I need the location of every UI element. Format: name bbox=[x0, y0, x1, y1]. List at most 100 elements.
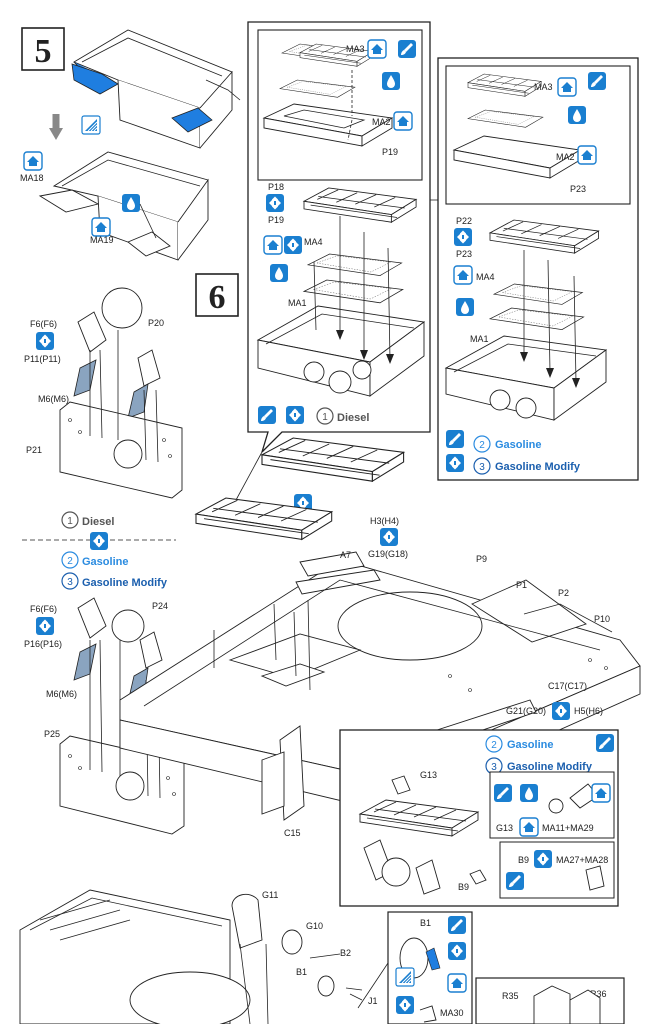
label-p21: P21 bbox=[26, 445, 42, 455]
variant-gasoline-number: 2 bbox=[479, 440, 485, 451]
variant-diesel-number: 1 bbox=[322, 412, 328, 423]
label-p19-top: P19 bbox=[382, 147, 398, 157]
label-b1-detail: B1 bbox=[420, 918, 431, 928]
photo-etch-part-icon bbox=[447, 973, 467, 993]
label-p11: P11(P11) bbox=[24, 354, 61, 364]
photo-etch-part-icon bbox=[393, 111, 413, 131]
label-p10: P10 bbox=[594, 614, 610, 624]
label-m6-gas: M6(M6) bbox=[46, 689, 77, 699]
variant-modify-label: Gasoline Modify bbox=[495, 461, 581, 473]
callout-diesel: MA3 MA2 P19 P18 P19 MA4 MA1 bbox=[247, 21, 431, 453]
diesel-rear-plate-assembly: F6(F6) P11(P11) M6(M6) P20 P21 bbox=[24, 287, 183, 499]
label-g13: G13 bbox=[420, 770, 437, 780]
step-6: 6 MA3 MA2 P19 P18 P19 bbox=[19, 21, 641, 1024]
clip-part-icon bbox=[380, 528, 398, 546]
paint-brush-icon bbox=[398, 40, 416, 58]
detail-modify-number: 3 bbox=[491, 762, 497, 773]
label-h3: H3(H4) bbox=[370, 516, 399, 526]
step-5-number: 5 bbox=[35, 33, 52, 70]
label-p16: P16(P16) bbox=[24, 639, 62, 649]
round-hatch-p20 bbox=[101, 287, 143, 329]
paint-brush-icon bbox=[494, 784, 512, 802]
label-ma18: MA18 bbox=[20, 173, 44, 183]
detail-modify-label: Gasoline Modify bbox=[507, 761, 593, 773]
step-6-box bbox=[195, 273, 239, 317]
label-f6-gas: F6(F6) bbox=[30, 604, 57, 614]
label-h5: H5(H6) bbox=[574, 706, 603, 716]
label-a7: A7 bbox=[340, 550, 351, 560]
label-ma19: MA19 bbox=[90, 235, 114, 245]
photo-etch-part-icon bbox=[577, 145, 597, 165]
step-5-box bbox=[21, 27, 65, 71]
label-p18: P18 bbox=[268, 182, 284, 192]
label-p20: P20 bbox=[148, 318, 164, 328]
label-ma2-gas: MA2 bbox=[556, 152, 575, 162]
grille-upper bbox=[261, 437, 405, 482]
legend-diesel-number: 1 bbox=[67, 516, 73, 527]
label-ma3-gas: MA3 bbox=[534, 82, 553, 92]
label-p23-top: P23 bbox=[570, 184, 586, 194]
paint-brush-icon bbox=[506, 872, 524, 890]
callout-gasoline-detail: 2 Gasoline 3 Gasoline Modify G13 G13 MA1… bbox=[339, 729, 619, 907]
paint-brush-icon bbox=[588, 72, 606, 90]
next-step-preview: G11 G10 B2 B1 J1 B1 MA30 R35 R3 bbox=[19, 889, 625, 1024]
legend-gasoline-label: Gasoline bbox=[82, 556, 128, 568]
paint-brush-icon bbox=[258, 406, 276, 424]
label-p25: P25 bbox=[44, 729, 60, 739]
label-p22: P22 bbox=[456, 216, 472, 226]
label-m6: M6(M6) bbox=[38, 394, 69, 404]
paint-brush-icon bbox=[448, 916, 466, 934]
hull-section-upper bbox=[71, 29, 241, 149]
clip-part-icon bbox=[286, 406, 304, 424]
variant-modify-number: 3 bbox=[479, 462, 485, 473]
photo-etch-bend-icon bbox=[395, 967, 415, 987]
label-ma3: MA3 bbox=[346, 44, 365, 54]
step-6-number: 6 bbox=[209, 279, 226, 316]
clip-part-icon bbox=[266, 194, 284, 212]
label-b9: B9 bbox=[518, 855, 529, 865]
label-p2: P2 bbox=[558, 588, 569, 598]
detail-gasoline-label: Gasoline bbox=[507, 739, 553, 751]
label-b1: B1 bbox=[296, 967, 307, 977]
label-j1: J1 bbox=[368, 996, 378, 1006]
engine-deck-gasoline bbox=[444, 335, 608, 421]
clip-part-icon bbox=[90, 532, 108, 550]
clip-part-icon bbox=[446, 454, 464, 472]
variant-legend: 1 Diesel 2 Gasoline 3 Gasoline Modify bbox=[22, 511, 176, 590]
clip-part-icon bbox=[36, 332, 54, 350]
label-ma11-ma29: MA11+MA29 bbox=[542, 823, 594, 833]
paint-brush-icon bbox=[596, 734, 614, 752]
blue-panel-left bbox=[71, 63, 119, 95]
rivet-details bbox=[68, 418, 608, 796]
photo-etch-part-icon bbox=[23, 151, 43, 171]
legend-gasoline-number: 2 bbox=[67, 556, 73, 567]
label-c15: C15 bbox=[284, 828, 301, 838]
label-ma4-gas: MA4 bbox=[476, 272, 495, 282]
clip-part-icon bbox=[36, 617, 54, 635]
label-ma1: MA1 bbox=[288, 298, 307, 308]
clip-part-icon bbox=[454, 228, 472, 246]
label-ma4: MA4 bbox=[304, 237, 323, 247]
photo-etch-part-icon bbox=[519, 817, 539, 837]
photo-etch-part-icon bbox=[557, 77, 577, 97]
callout-gasoline: MA3 MA2 P23 P22 P23 MA4 MA1 bbox=[437, 57, 639, 481]
photo-etch-part-icon bbox=[453, 265, 473, 285]
glue-drop-icon bbox=[520, 784, 538, 802]
label-g10: G10 bbox=[306, 921, 323, 931]
label-p19: P19 bbox=[268, 215, 284, 225]
label-ma27-ma28: MA27+MA28 bbox=[556, 855, 608, 865]
clip-part-icon bbox=[534, 850, 552, 868]
glue-drop-icon bbox=[270, 264, 288, 282]
label-p23: P23 bbox=[456, 249, 472, 259]
label-p24: P24 bbox=[152, 601, 168, 611]
variant-modify-circle bbox=[473, 457, 491, 475]
label-g13-detail: G13 bbox=[496, 823, 513, 833]
label-p1: P1 bbox=[516, 580, 527, 590]
label-f6: F6(F6) bbox=[30, 319, 57, 329]
label-b9-main: B9 bbox=[458, 882, 469, 892]
clip-part-icon bbox=[396, 996, 414, 1014]
label-r35: R35 bbox=[502, 991, 519, 1001]
step-5: 5 MA18 MA19 bbox=[20, 27, 241, 261]
photo-etch-part-icon bbox=[91, 217, 111, 237]
